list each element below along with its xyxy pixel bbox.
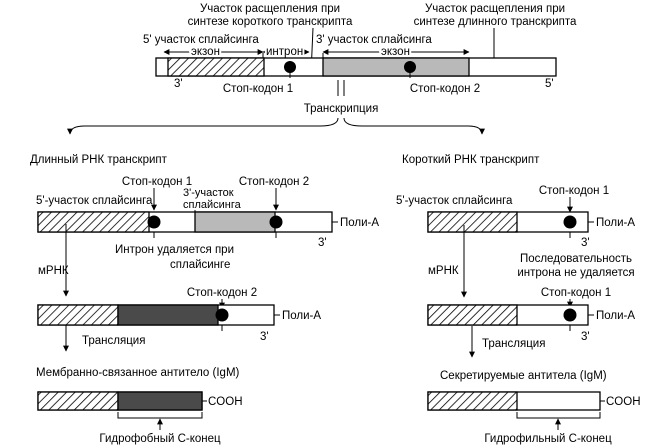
gene-exon1 (167, 57, 265, 77)
long-product-label: Мембранно-связанное антитело (IgM) (36, 367, 240, 379)
long-mrna-exon1 (37, 304, 119, 326)
cleavage-site-long-label-2: синтезе длинного транскрипта (414, 16, 577, 28)
transcription-label: Транскрипция (304, 103, 379, 115)
short-mrna-end3-label: 3' (581, 331, 590, 343)
long-mrna-label: мРНК (38, 265, 69, 277)
short-rna-exon1 (427, 211, 518, 233)
short-rna-stop1 (563, 215, 577, 229)
short-polya-label: Поли-А (596, 217, 635, 229)
long-splice3-label-2: сплайсинга (183, 199, 242, 211)
intron-label: интрон (266, 46, 303, 58)
short-mrna-stop1-label: Стоп-кодон 1 (541, 287, 611, 299)
short-mrna-polya-label: Поли-А (596, 310, 635, 322)
short-transcript-title: Короткий РНК транскрипт (402, 154, 540, 166)
short-mrna-label: мРНК (428, 265, 459, 277)
cleavage-site-short-label: Участок расщепления при (200, 3, 340, 15)
splice-5-label: 5' участок сплайсинга (143, 34, 259, 46)
short-stop1-label: Стоп-кодон 1 (539, 185, 609, 197)
long-rna-stop1 (147, 215, 161, 229)
short-intron-note-2: интрона не удаляется (517, 267, 634, 279)
long-mrna-end3-label: 3' (260, 331, 269, 343)
long-mrna-exon2 (117, 304, 219, 326)
long-splice5-label: 5'-участок сплайсинга (36, 195, 153, 207)
short-mrna-stop1 (563, 308, 577, 322)
short-intron-note: Последовательность (520, 253, 632, 265)
split-bracket-left (67, 117, 339, 135)
long-stop2-label: Стоп-кодон 2 (239, 176, 309, 188)
short-protein-part1 (427, 391, 518, 411)
cleavage-site-long-label: Участок расщепления при (425, 3, 565, 15)
long-terminus-bracket (117, 412, 203, 419)
short-mrna-exon1 (427, 304, 518, 326)
long-transcript-title: Длинный РНК транскрипт (30, 154, 168, 166)
long-translation-label: Трансляция (82, 335, 145, 347)
long-rna-exon2 (194, 211, 276, 233)
gene-section: Участок расщепления при синтезе коротког… (67, 3, 577, 135)
long-mrna-stop2-label: Стоп-кодон 2 (187, 287, 257, 299)
short-end3-label: 3' (581, 237, 590, 249)
gene-exon2 (322, 57, 470, 77)
gene-stop1-label: Стоп-кодон 1 (223, 83, 293, 95)
cleavage-site-short-label-2: синтезе короткого транскрипта (188, 16, 353, 28)
short-terminus-label: Гидрофильный С-конец (484, 433, 612, 445)
long-rna-stop2 (269, 215, 283, 229)
short-cooh-label: COOH (606, 396, 641, 408)
long-transcript-section: Длинный РНК транскрипт Стоп-кодон 1 Стоп… (30, 154, 379, 445)
long-intron-note: Интрон удаляется при (115, 244, 234, 256)
long-polya-label: Поли-А (340, 217, 379, 229)
splice-3-label: 3' участок сплайсинга (316, 34, 432, 46)
short-splice5-label: 5'-участок сплайсинга (396, 195, 513, 207)
long-protein-part1 (37, 391, 119, 411)
long-splice3-label: 3'-участок (183, 187, 234, 199)
long-cooh-label: COOH (208, 396, 243, 408)
long-protein-part2 (117, 391, 203, 411)
exon2-label: экзон (381, 46, 410, 58)
split-bracket-right (343, 117, 485, 135)
gene-end-3: 3' (174, 78, 183, 90)
short-terminus-bracket (516, 412, 601, 419)
long-end3-label: 3' (318, 237, 327, 249)
long-mrna-polya-label: Поли-А (282, 310, 321, 322)
short-translation-label: Трансляция (482, 338, 545, 350)
long-terminus-label: Гидрофобный С-конец (99, 433, 221, 445)
gene-end-5: 5' (545, 78, 554, 90)
long-stop1-label: Стоп-кодон 1 (122, 176, 192, 188)
long-mrna-stop2 (215, 308, 229, 322)
long-intron-note-2: сплайсинге (170, 259, 230, 271)
gene-stop2-label: Стоп-кодон 2 (410, 83, 480, 95)
long-rna-exon1 (37, 211, 150, 233)
short-product-label: Секретируемые антитела (IgM) (440, 370, 607, 382)
exon1-label: экзон (191, 46, 220, 58)
short-transcript-section: Короткий РНК транскрипт Стоп-кодон 1 5'-… (396, 154, 641, 445)
